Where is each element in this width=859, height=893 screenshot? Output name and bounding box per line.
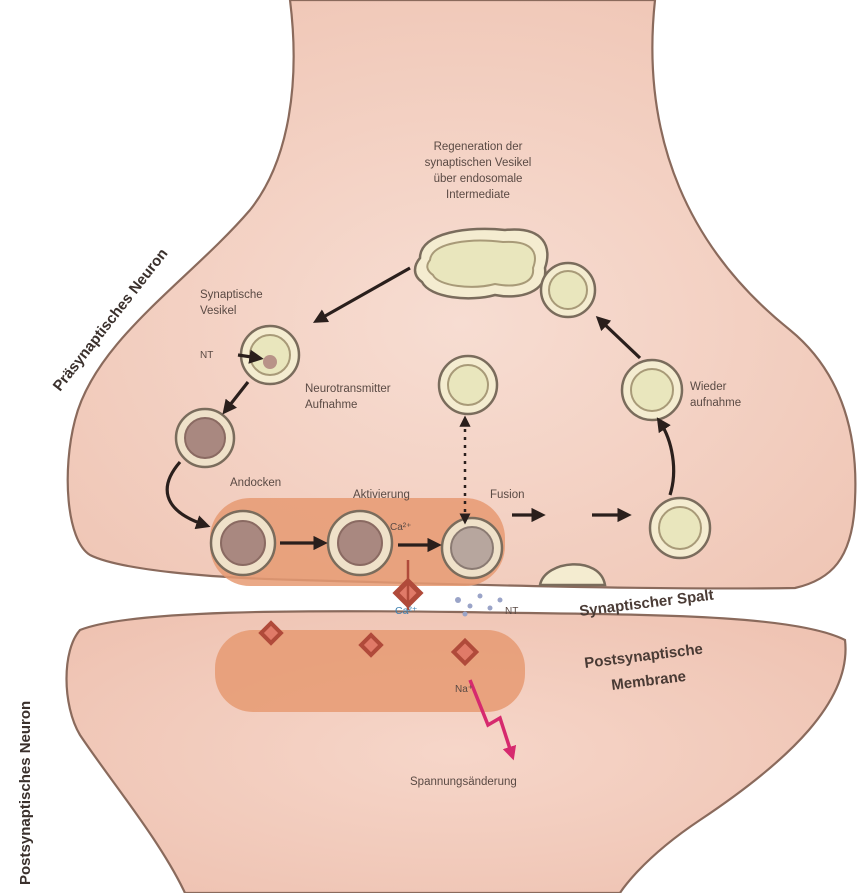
svg-text:Synaptische: Synaptische bbox=[200, 289, 263, 301]
vesicle-docked bbox=[211, 511, 275, 575]
svg-text:Regeneration der: Regeneration der bbox=[434, 141, 523, 153]
vesicle-recycled bbox=[541, 263, 595, 317]
endosomal-intermediate bbox=[415, 229, 547, 298]
svg-text:Aufnahme: Aufnahme bbox=[305, 399, 357, 411]
vesicle-empty-center bbox=[439, 356, 497, 414]
svg-text:Intermediate: Intermediate bbox=[446, 189, 510, 201]
svg-text:über endosomale: über endosomale bbox=[434, 173, 523, 185]
fusion-label: Fusion bbox=[490, 489, 525, 501]
sodium-ion-label: Na⁺ bbox=[455, 684, 473, 695]
svg-text:synaptischen Vesikel: synaptischen Vesikel bbox=[425, 157, 532, 169]
docking-label: Andocken bbox=[230, 477, 281, 489]
vesicle-primed bbox=[328, 511, 392, 575]
postsynaptic-label: Postsynaptisches Neuron bbox=[17, 701, 34, 885]
nt-label: NT bbox=[200, 350, 213, 361]
svg-text:Wieder: Wieder bbox=[690, 381, 727, 393]
vesicle-fused bbox=[650, 498, 710, 558]
vesicle-loading bbox=[241, 326, 299, 384]
activation-label: Aktivierung bbox=[353, 489, 410, 501]
calcium-cleft-label: Ca²⁺ bbox=[395, 605, 418, 617]
vesicle-reuptake bbox=[622, 360, 682, 420]
calcium-ion-label: Ca²⁺ bbox=[390, 522, 411, 533]
nt-cleft-label: NT bbox=[505, 606, 518, 617]
vesicle-activated bbox=[442, 518, 502, 578]
voltage-change-label: Spannungsänderung bbox=[410, 776, 517, 788]
svg-text:Vesikel: Vesikel bbox=[200, 305, 236, 317]
svg-text:aufnahme: aufnahme bbox=[690, 397, 741, 409]
vesicle-filled bbox=[176, 409, 234, 467]
svg-text:Neurotransmitter: Neurotransmitter bbox=[305, 383, 391, 395]
